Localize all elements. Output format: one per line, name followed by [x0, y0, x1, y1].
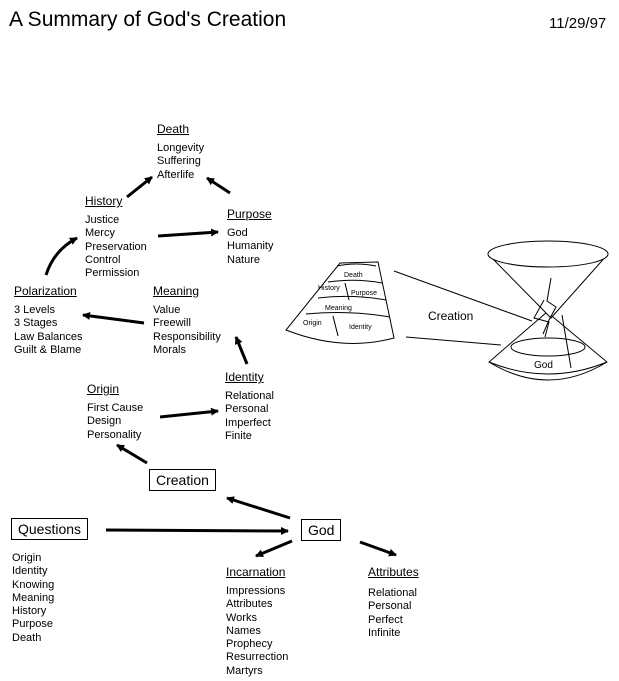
- identity-block: Identity Relational Personal Imperfect F…: [225, 370, 274, 443]
- cone-level-purpose: Purpose: [351, 290, 378, 297]
- incarnation-item: Attributes: [226, 598, 273, 611]
- history-item: Mercy: [85, 227, 115, 240]
- history-heading: History: [85, 194, 123, 208]
- attributes-item: Infinite: [368, 626, 401, 639]
- questions-item: Origin: [12, 552, 42, 564]
- polarization-item: Guilt & Blame: [14, 343, 82, 356]
- polarization-item: Law Balances: [14, 330, 83, 343]
- incarnation-block: Incarnation Impressions Attributes Works…: [226, 565, 288, 678]
- attributes-block: Attributes Relational Personal Perfect I…: [368, 565, 419, 640]
- attributes-item: Relational: [368, 587, 417, 599]
- death-block: Death Longevity Suffering Afterlife: [157, 122, 204, 182]
- arrow-creation-origin: [116, 443, 148, 465]
- purpose-item: Nature: [227, 253, 261, 266]
- purpose-heading: Purpose: [227, 207, 272, 221]
- identity-item: Finite: [225, 429, 252, 442]
- meaning-item: Morals: [153, 343, 187, 356]
- history-item: Preservation: [85, 240, 147, 253]
- hourglass: [487, 240, 609, 381]
- meaning-item: Value: [153, 304, 181, 316]
- incarnation-item: Impressions: [226, 585, 286, 597]
- incarnation-item: Works: [226, 611, 257, 624]
- cone-level-history: History: [318, 285, 340, 292]
- arrow-meaning-polarization: [82, 311, 145, 325]
- connector-top: [393, 270, 533, 322]
- questions-item: History: [12, 605, 47, 618]
- origin-block: Origin First Cause Design Personality: [87, 382, 143, 442]
- arrow-purpose-death: [206, 176, 231, 195]
- questions-item: Identity: [12, 565, 48, 578]
- history-item: Justice: [85, 214, 120, 226]
- god-box: God: [301, 519, 342, 541]
- page-title: A Summary of God's Creation: [9, 8, 287, 31]
- page-date: 11/29/97: [549, 15, 607, 32]
- incarnation-item: Resurrection: [226, 651, 289, 664]
- identity-item: Personal: [225, 403, 269, 416]
- attributes-item: Perfect: [368, 613, 403, 626]
- incarnation-item: Prophecy: [226, 638, 273, 651]
- meaning-block: Meaning Value Freewill Responsibility Mo…: [153, 284, 221, 357]
- arrow-questions-god: [105, 526, 289, 535]
- questions-box: Questions: [11, 518, 89, 540]
- layered-cone: [285, 261, 395, 344]
- questions-list: Origin Identity Knowing Meaning History …: [12, 552, 54, 645]
- arrow-history-purpose: [157, 228, 219, 238]
- arrow-god-creation: [226, 496, 291, 520]
- cone-god-label: God: [534, 360, 553, 371]
- arrow-god-attributes: [359, 540, 397, 557]
- attributes-heading: Attributes: [368, 565, 419, 579]
- arrow-history-death: [126, 175, 153, 199]
- cone-level-meaning: Meaning: [325, 305, 352, 312]
- death-heading: Death: [157, 122, 190, 136]
- history-item: Permission: [85, 267, 140, 280]
- polarization-heading: Polarization: [14, 284, 77, 298]
- connector-bottom: [405, 336, 502, 346]
- origin-heading: Origin: [87, 382, 120, 396]
- death-item: Afterlife: [157, 168, 195, 181]
- attributes-item: Personal: [368, 600, 412, 613]
- purpose-block: Purpose God Humanity Nature: [227, 207, 273, 267]
- arrow-god-incarnation: [255, 539, 293, 558]
- cone-level-origin: Origin: [303, 320, 322, 327]
- meaning-heading: Meaning: [153, 284, 200, 298]
- arrow-origin-identity: [159, 407, 219, 419]
- incarnation-item: Names: [226, 624, 261, 637]
- incarnation-item: Martyrs: [226, 664, 263, 677]
- identity-heading: Identity: [225, 370, 264, 384]
- arrow-polarization-history: [44, 236, 78, 276]
- history-block: History Justice Mercy Preservation Contr…: [85, 194, 147, 280]
- questions-item: Knowing: [12, 578, 55, 591]
- cone-creation-label: Creation: [428, 309, 474, 323]
- origin-item: Design: [87, 415, 122, 428]
- polarization-block: Polarization 3 Levels 3 Stages Law Balan…: [14, 284, 83, 357]
- cone-level-death: Death: [344, 272, 363, 279]
- death-item: Suffering: [157, 155, 201, 168]
- incarnation-heading: Incarnation: [226, 565, 286, 579]
- cone-level-identity: Identity: [349, 324, 372, 331]
- origin-item: First Cause: [87, 402, 144, 414]
- identity-item: Relational: [225, 390, 274, 402]
- creation-box: Creation: [149, 469, 216, 491]
- questions-item: Meaning: [12, 591, 55, 604]
- purpose-item: God: [227, 227, 248, 239]
- identity-item: Imperfect: [225, 416, 271, 429]
- history-item: Control: [85, 253, 121, 266]
- meaning-item: Freewill: [153, 317, 191, 330]
- purpose-item: Humanity: [227, 240, 274, 253]
- polarization-item: 3 Levels: [14, 304, 55, 316]
- arrow-identity-meaning: [234, 336, 249, 365]
- polarization-item: 3 Stages: [14, 317, 58, 330]
- origin-item: Personality: [87, 428, 142, 441]
- questions-item: Death: [12, 631, 42, 644]
- questions-item: Purpose: [12, 618, 53, 631]
- meaning-item: Responsibility: [153, 330, 221, 343]
- death-item: Longevity: [157, 142, 205, 154]
